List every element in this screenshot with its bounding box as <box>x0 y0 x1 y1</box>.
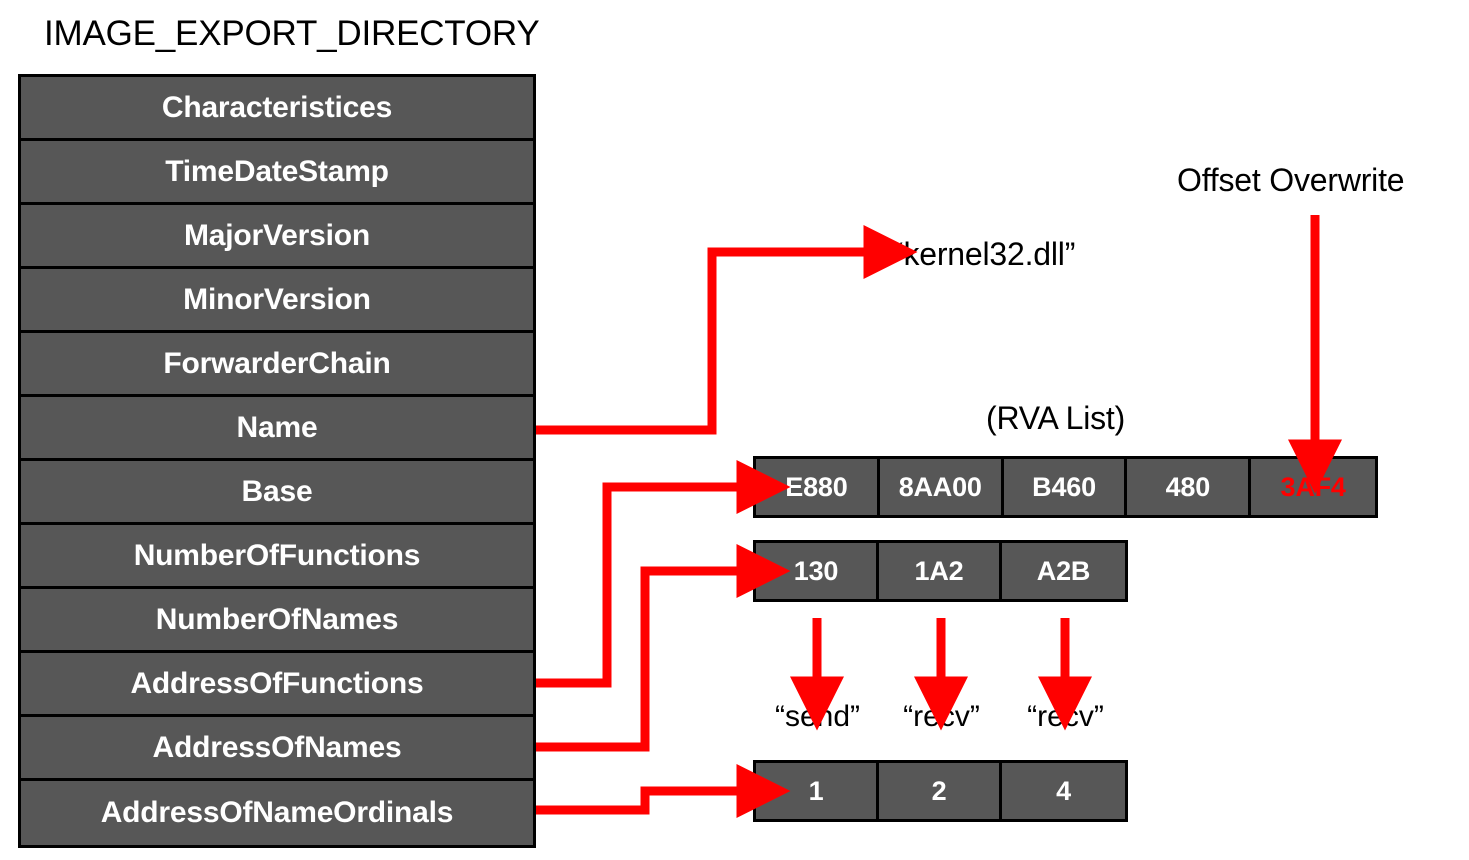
rva-cell-overwritten: 3AF4 <box>1251 459 1376 515</box>
struct-row: NumberOfFunctions <box>21 525 533 589</box>
struct-row: Characteristices <box>21 77 533 141</box>
rva-list-caption: (RVA List) <box>986 400 1126 436</box>
struct-field-label: MajorVersion <box>184 218 370 252</box>
rva-cell: 8AA00 <box>879 459 1004 515</box>
struct-row-name: Name <box>21 397 533 461</box>
address-of-functions-row: E880 8AA00 B460 480 3AF4 <box>753 456 1378 518</box>
connector-address-of-name-ordinals <box>536 764 791 818</box>
struct-field-label: TimeDateStamp <box>165 154 389 188</box>
connector-address-of-names <box>536 544 791 752</box>
struct-field-label: AddressOfNames <box>152 730 402 764</box>
function-name-label: “recv” <box>903 700 980 733</box>
name-ordinals-row: 1 2 4 <box>753 760 1128 822</box>
ordinal-cell: 4 <box>1002 763 1125 819</box>
struct-row: MinorVersion <box>21 269 533 333</box>
connector-name-to-dll-string <box>536 225 918 435</box>
name-rva-cell: 130 <box>756 543 880 599</box>
ordinal-cell: 1 <box>756 763 880 819</box>
image-export-directory-table: Characteristices TimeDateStamp MajorVers… <box>18 74 536 848</box>
struct-row: ForwarderChain <box>21 333 533 397</box>
name-rva-cell: A2B <box>1002 543 1125 599</box>
rva-cell: B460 <box>1003 459 1128 515</box>
ordinal-cell: 2 <box>879 763 1003 819</box>
struct-row: MajorVersion <box>21 205 533 269</box>
struct-row: NumberOfNames <box>21 589 533 653</box>
rva-cell: 480 <box>1127 459 1252 515</box>
struct-field-label: MinorVersion <box>183 282 371 316</box>
struct-row: Base <box>21 461 533 525</box>
struct-row-address-of-name-ordinals: AddressOfNameOrdinals <box>21 781 533 845</box>
name-rva-cell: 1A2 <box>879 543 1003 599</box>
rva-cell: E880 <box>756 459 880 515</box>
connector-address-of-functions <box>536 460 791 688</box>
offset-overwrite-label: Offset Overwrite <box>1177 162 1405 198</box>
function-name-label: “send” <box>774 700 861 733</box>
dll-name-label: “kernel32.dll” <box>893 236 1076 272</box>
struct-field-label: AddressOfFunctions <box>130 666 424 700</box>
struct-field-label: NumberOfNames <box>155 602 399 636</box>
struct-field-label: Name <box>236 410 318 444</box>
struct-row-address-of-names: AddressOfNames <box>21 717 533 781</box>
struct-field-label: Characteristices <box>161 90 393 124</box>
address-of-names-row: 130 1A2 A2B <box>753 540 1128 602</box>
struct-field-label: NumberOfFunctions <box>133 538 421 572</box>
page-title: IMAGE_EXPORT_DIRECTORY <box>44 14 540 53</box>
struct-field-label: ForwarderChain <box>163 346 391 380</box>
struct-row: TimeDateStamp <box>21 141 533 205</box>
struct-row-address-of-functions: AddressOfFunctions <box>21 653 533 717</box>
function-name-label: “recv” <box>1027 700 1104 733</box>
struct-field-label: AddressOfNameOrdinals <box>100 796 454 829</box>
struct-field-label: Base <box>241 474 313 508</box>
